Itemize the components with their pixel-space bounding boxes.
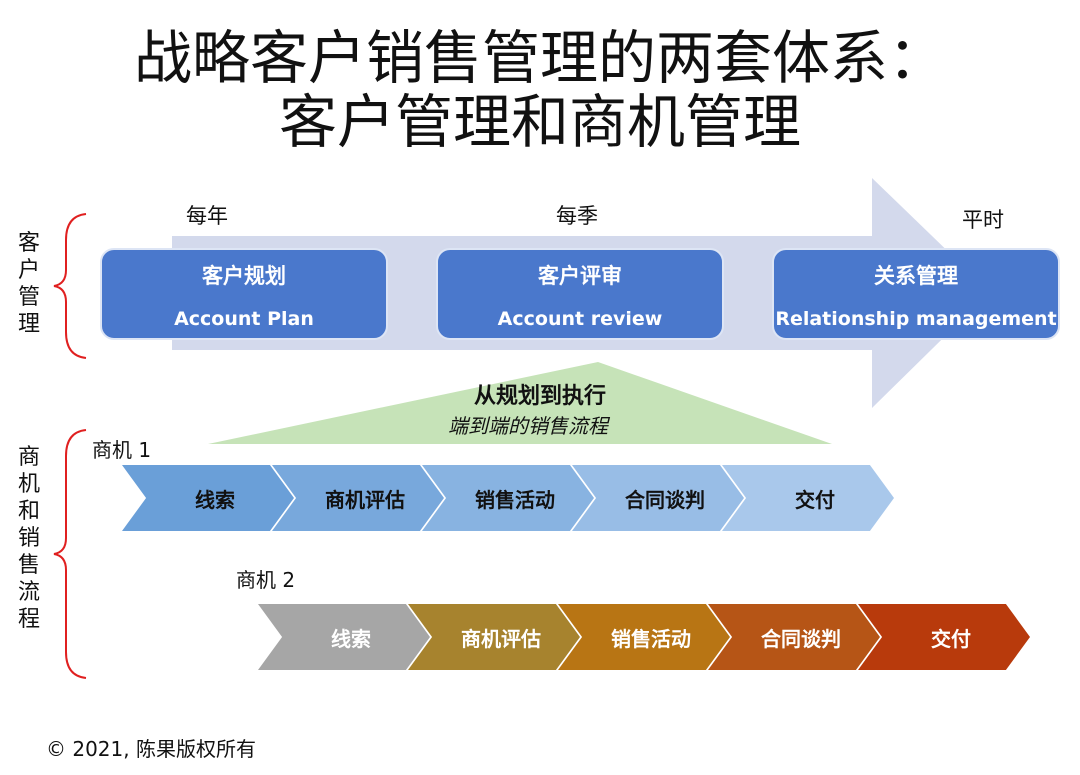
account-review-en: Account review: [497, 308, 663, 330]
relationship-mgmt-box: 关系管理 Relationship management: [772, 248, 1060, 340]
opportunity2-stage-label: 交付: [931, 626, 971, 651]
frequency-ongoing: 平时: [962, 208, 1004, 232]
account-mgmt-bracket: [53, 213, 87, 359]
opportunity1-stage-2: 商机评估: [272, 465, 444, 531]
opportunity2-stage-1: 线索: [258, 604, 430, 670]
copyright-notice: © 2021, 陈果版权所有: [46, 737, 256, 761]
page-title-line1: 战略客户销售管理的两套体系：: [133, 24, 946, 92]
opportunity-mgmt-bracket: [53, 429, 87, 679]
bridge-triangle: [208, 362, 832, 444]
relationship-mgmt-zh: 关系管理: [874, 264, 958, 288]
account-plan-en: Account Plan: [174, 308, 314, 330]
opportunity2-label: 商机 2: [236, 568, 296, 592]
opportunity2-stage-4: 合同谈判: [708, 604, 880, 670]
opportunity1-stage-1: 线索: [122, 465, 294, 531]
opportunity2-stage-3: 销售活动: [558, 604, 730, 670]
account-plan-zh: 客户规划: [202, 264, 286, 288]
account-mgmt-side-label: 客户管理: [17, 231, 40, 337]
opportunity1-stage-label: 线索: [195, 487, 235, 512]
bridge-subtitle: 端到端的销售流程: [448, 414, 608, 438]
opportunity2-stage-label: 线索: [331, 626, 371, 651]
relationship-mgmt-en: Relationship management: [775, 308, 1057, 330]
opportunity2-stage-5: 交付: [858, 604, 1030, 670]
opportunity2-stage-2: 商机评估: [408, 604, 580, 670]
opportunity1-stage-label: 销售活动: [475, 487, 555, 512]
page-title-line2: 客户管理和商机管理: [278, 88, 801, 156]
opportunity2-stage-label: 销售活动: [611, 626, 691, 651]
opportunity1-stage-label: 合同谈判: [625, 487, 705, 512]
account-review-box: 客户评审 Account review: [436, 248, 724, 340]
opportunity2-stage-label: 商机评估: [461, 626, 541, 651]
account-plan-box: 客户规划 Account Plan: [100, 248, 388, 340]
opportunity1-stage-4: 合同谈判: [572, 465, 744, 531]
opportunity1-stage-3: 销售活动: [422, 465, 594, 531]
account-review-zh: 客户评审: [538, 264, 622, 288]
opportunity1-stage-label: 商机评估: [325, 487, 405, 512]
frequency-yearly: 每年: [186, 204, 228, 228]
opportunity1-label: 商机 1: [92, 438, 152, 462]
opportunity-mgmt-side-label: 商机和销售流程: [17, 445, 40, 632]
frequency-quarterly: 每季: [556, 204, 598, 228]
opportunity1-stage-label: 交付: [795, 487, 835, 512]
bridge-title: 从规划到执行: [473, 384, 606, 409]
opportunity1-stage-5: 交付: [722, 465, 894, 531]
opportunity2-stage-label: 合同谈判: [761, 626, 841, 651]
